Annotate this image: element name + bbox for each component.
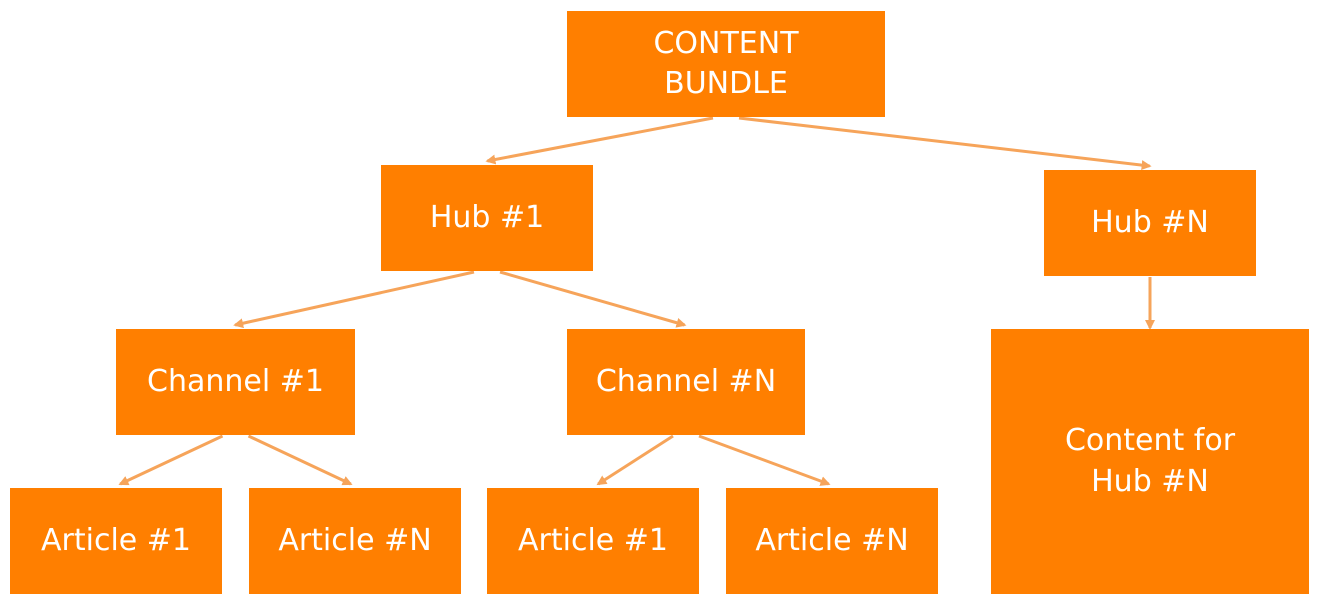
channel-1-node: Channel #1 [116,329,355,435]
connector-arrow-channel-1-to-channel-1-article-1 [118,434,224,486]
content-bundle-node: CONTENT BUNDLE [567,11,885,117]
connector-arrow-root-to-hub-1 [485,116,714,165]
hub-n-content-node: Content for Hub #N [991,329,1309,594]
connector-arrow-channel-n-to-channel-n-article-n [698,434,831,486]
connector-arrow-channel-n-to-channel-n-article-1 [596,434,674,486]
channel-1-article-n-node: Article #N [249,488,461,594]
connector-arrow-root-to-hub-n [738,116,1152,171]
channel-n-node: Channel #N [567,329,805,435]
hub-1-node: Hub #1 [381,165,593,271]
connector-arrow-hub-1-to-channel-1 [233,270,475,329]
channel-n-article-1-node: Article #1 [487,488,699,594]
connector-arrow-hub-1-to-channel-n [499,270,687,328]
hub-n-node: Hub #N [1044,170,1256,276]
channel-1-article-1-node: Article #1 [10,488,222,594]
channel-n-article-n-node: Article #N [726,488,938,594]
connector-arrow-channel-1-to-channel-1-article-n [247,434,353,486]
